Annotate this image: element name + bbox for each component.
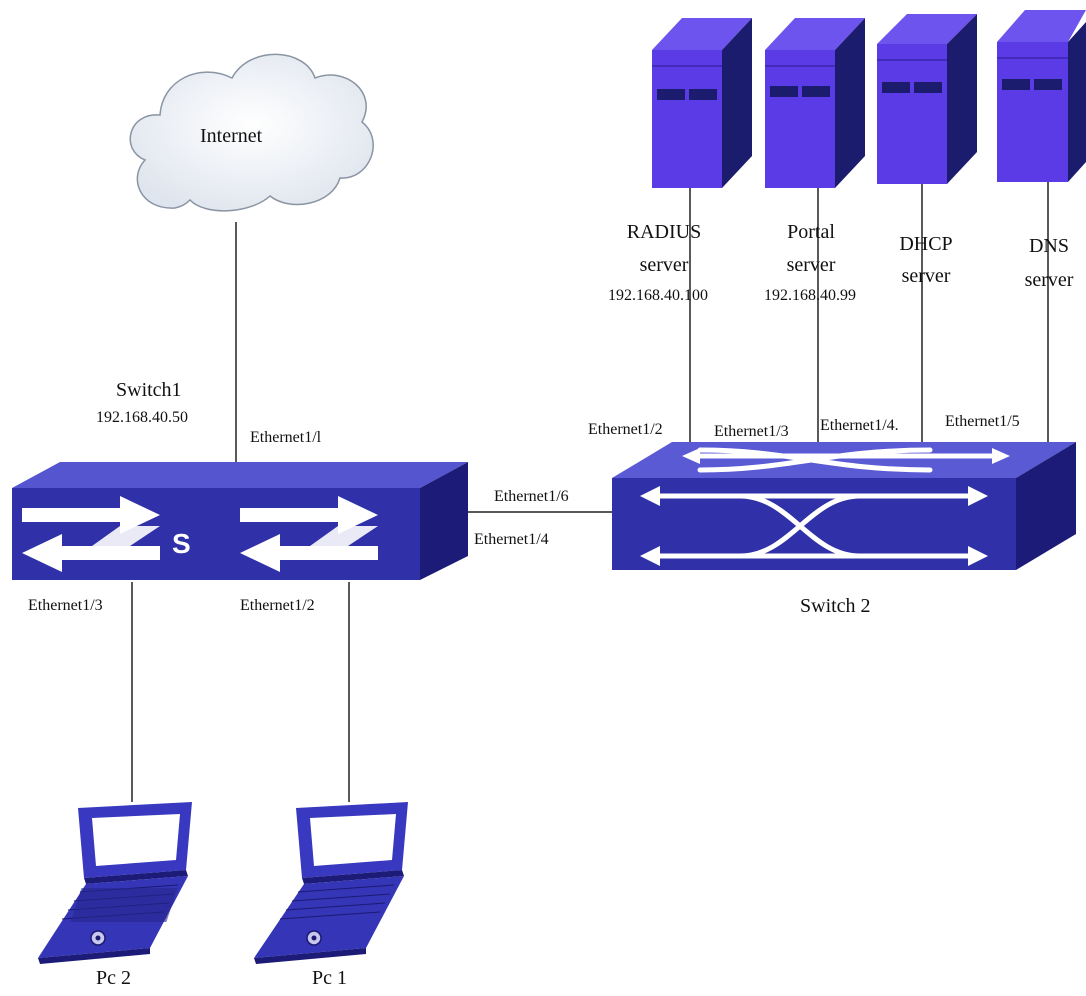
server-radius-label-line1: RADIUS xyxy=(626,221,702,243)
port-sw2-ethernet1-4: Ethernet1/4. xyxy=(820,417,899,434)
port-sw2-ethernet1-3: Ethernet1/3 xyxy=(714,423,789,440)
server-portal-label-line2: server xyxy=(786,254,836,276)
server-dhcp-label-line2: server xyxy=(901,265,951,287)
laptop-pc1-icon xyxy=(254,802,408,964)
links xyxy=(131,182,1049,802)
server-portal-ip: 192.168.40.99 xyxy=(764,287,856,304)
server-radius-ip: 192.168.40.100 xyxy=(608,287,708,304)
port-sw1-ethernet1-1: Ethernet1/l xyxy=(250,429,322,446)
port-sw1-ethernet1-6: Ethernet1/6 xyxy=(494,488,569,505)
port-sw1-ethernet1-2: Ethernet1/2 xyxy=(240,597,315,614)
pc2-label: Pc 2 xyxy=(96,967,131,989)
server-radius-label-line2: server xyxy=(639,254,689,276)
pc1-label: Pc 1 xyxy=(312,967,347,989)
server-dns-label-line1: DNS xyxy=(1028,235,1069,257)
switch1-badge: S xyxy=(172,528,191,559)
switch2-icon xyxy=(612,442,1076,570)
switch1-icon xyxy=(12,462,468,580)
server-dhcp-label-line1: DHCP xyxy=(899,233,953,255)
internet-cloud-icon xyxy=(129,53,374,212)
port-sw2-ethernet1-5: Ethernet1/5 xyxy=(945,413,1020,430)
laptop-pc2-icon xyxy=(38,802,192,964)
server-dhcp-icon xyxy=(877,14,977,184)
port-sw2-ethernet1-2: Ethernet1/2 xyxy=(588,421,663,438)
server-dns-label-line2: server xyxy=(1024,269,1074,291)
port-sw1-ethernet1-3: Ethernet1/3 xyxy=(28,597,103,614)
internet-label: Internet xyxy=(200,125,263,147)
switch1-name: Switch1 xyxy=(116,379,182,401)
switch2-name: Switch 2 xyxy=(800,595,871,617)
switch1-ip: 192.168.40.50 xyxy=(96,409,188,426)
server-dns-icon xyxy=(997,10,1086,182)
port-sw2-ethernet1-4-link: Ethernet1/4 xyxy=(474,531,549,548)
server-portal-icon xyxy=(765,18,865,188)
server-radius-icon xyxy=(652,18,752,188)
server-portal-label-line1: Portal xyxy=(787,221,835,243)
